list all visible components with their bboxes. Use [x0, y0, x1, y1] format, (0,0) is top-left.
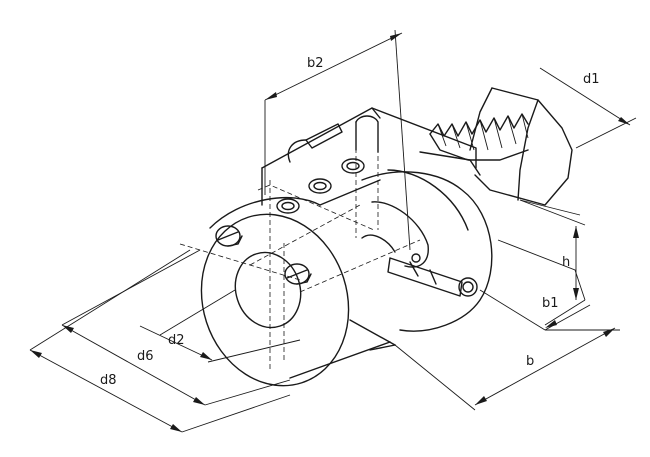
- shank: [419, 87, 573, 206]
- label-b1: b1: [542, 296, 559, 311]
- label-d1: d1: [583, 72, 600, 87]
- label-b2: b2: [307, 56, 324, 71]
- label-b: b: [526, 354, 534, 369]
- dim-h: h: [497, 199, 586, 301]
- top-screw-2: [308, 178, 332, 194]
- label-d2: d2: [168, 333, 185, 348]
- label-d6: d6: [137, 349, 154, 364]
- dim-d1: d1: [519, 67, 637, 216]
- label-h: h: [562, 255, 570, 270]
- front-screw-upper: [215, 225, 243, 247]
- top-screw-1: [276, 198, 300, 214]
- label-d8: d8: [100, 373, 117, 388]
- dim-d6: d6: [61, 249, 291, 406]
- dim-b2: b2: [264, 29, 411, 251]
- front-screw-lower: [284, 263, 312, 285]
- dim-b1: b1: [479, 289, 591, 331]
- dim-d8: d8: [29, 249, 291, 433]
- top-screw-3: [341, 158, 365, 174]
- dim-d2: d2: [139, 289, 301, 363]
- hidden-lines: [179, 124, 421, 372]
- body: [200, 107, 493, 387]
- dim-b: b: [394, 327, 620, 411]
